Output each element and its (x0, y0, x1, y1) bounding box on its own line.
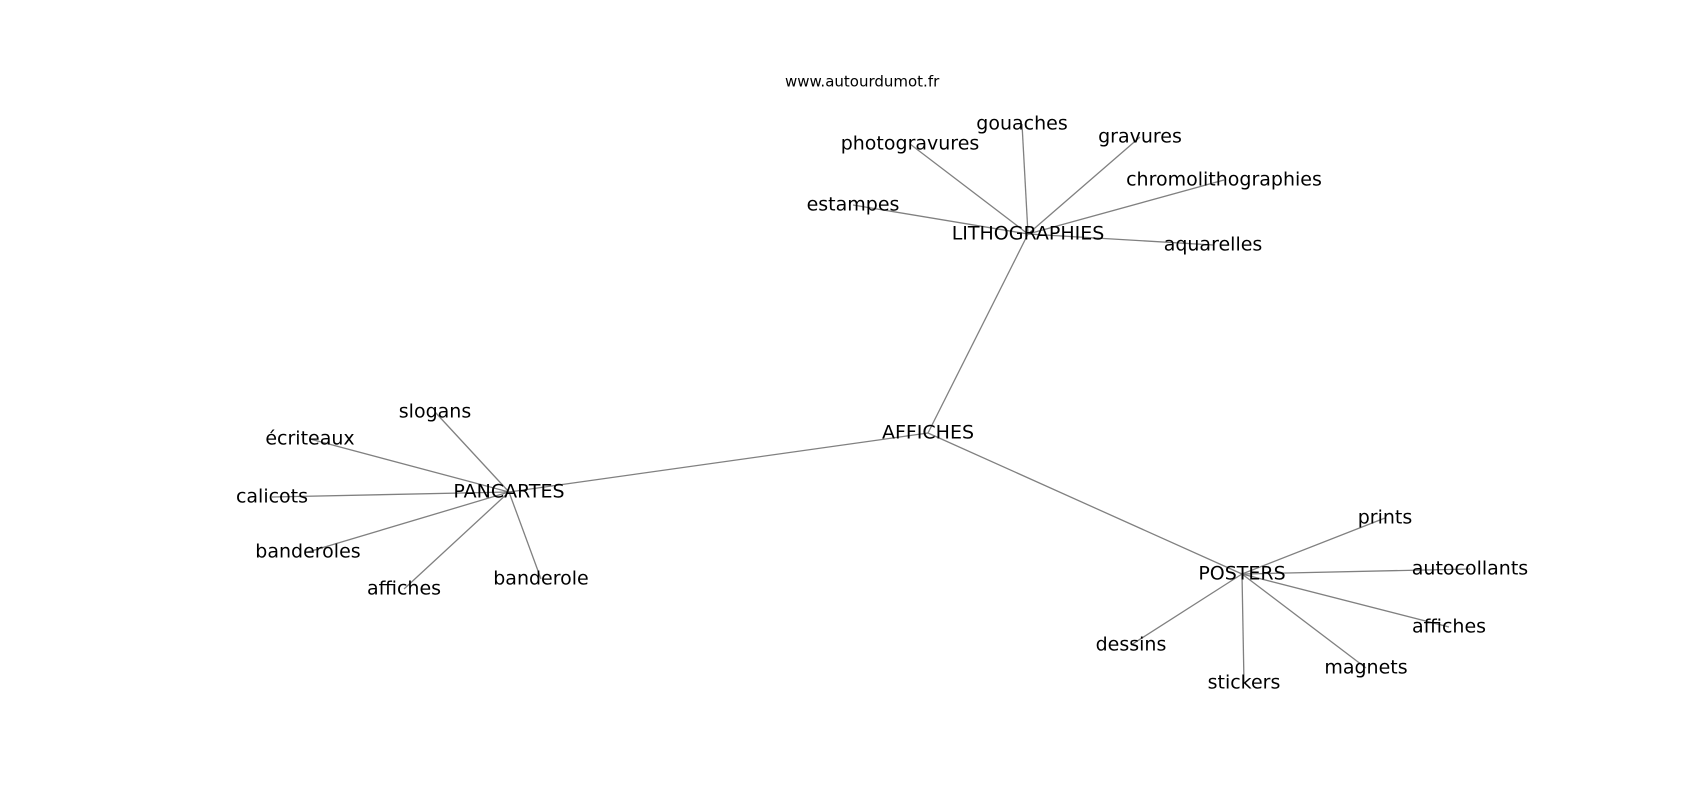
edge-lithographies-photogravures (909, 143, 1029, 235)
node-lithographies: LITHOGRAPHIES (952, 223, 1105, 245)
node-slogans: slogans (399, 401, 471, 423)
node-posters: POSTERS (1198, 563, 1285, 585)
edge-posters-stickers (1241, 573, 1245, 684)
edge-pancartes-banderoles (307, 491, 510, 553)
node-autocollants: autocollants (1412, 558, 1528, 580)
edge-lithographies-aquarelles (1027, 233, 1214, 246)
edge-lithographies-chromolithographies (1027, 179, 1225, 235)
node-gravures: gravures (1098, 126, 1182, 148)
node-banderole: banderole (493, 568, 588, 590)
edge-lithographies-gouaches (1021, 123, 1029, 235)
edge-lithographies-estampes (852, 204, 1029, 235)
edge-posters-autocollants (1241, 568, 1471, 575)
node-chromolithographies: chromolithographies (1126, 169, 1322, 191)
edge-affiches-root-posters (927, 432, 1243, 575)
node-gouaches: gouaches (976, 113, 1067, 135)
edge-posters-dessins (1130, 573, 1243, 646)
node-estampes: estampes (807, 194, 900, 216)
node-magnets: magnets (1324, 657, 1407, 679)
edge-lithographies-gravures (1027, 136, 1141, 235)
node-affiches-pancartes: affiches (367, 578, 441, 600)
edge-posters-affiches-posters (1241, 573, 1450, 628)
edge-pancartes-slogans (434, 411, 510, 493)
node-aquarelles: aquarelles (1164, 234, 1263, 256)
edge-pancartes-calicots (271, 491, 510, 498)
node-photogravures: photogravures (841, 133, 980, 155)
edge-pancartes-ecriteaux (309, 438, 510, 493)
node-calicots: calicots (236, 486, 308, 508)
edge-affiches-root-pancartes (508, 432, 929, 493)
node-banderoles: banderoles (255, 541, 360, 563)
node-prints: prints (1358, 507, 1413, 529)
node-dessins: dessins (1096, 634, 1167, 656)
node-stickers: stickers (1208, 672, 1281, 694)
node-pancartes: PANCARTES (453, 481, 564, 503)
node-ecriteaux: écriteaux (265, 428, 354, 450)
labels-layer: AFFICHES LITHOGRAPHIES PANCARTES POSTERS gou… (236, 113, 1528, 694)
edge-posters-magnets (1241, 573, 1367, 669)
node-affiches-root: AFFICHES (882, 422, 974, 444)
edge-posters-prints (1241, 517, 1386, 575)
edge-affiches-root-lithographies (927, 233, 1029, 434)
source-credit: www.autourdumot.fr (785, 73, 940, 91)
edges-layer (271, 123, 1471, 684)
node-affiches-posters: affiches (1412, 616, 1486, 638)
edge-pancartes-affiches-pancartes (403, 491, 510, 590)
edge-pancartes-banderole (508, 491, 542, 580)
